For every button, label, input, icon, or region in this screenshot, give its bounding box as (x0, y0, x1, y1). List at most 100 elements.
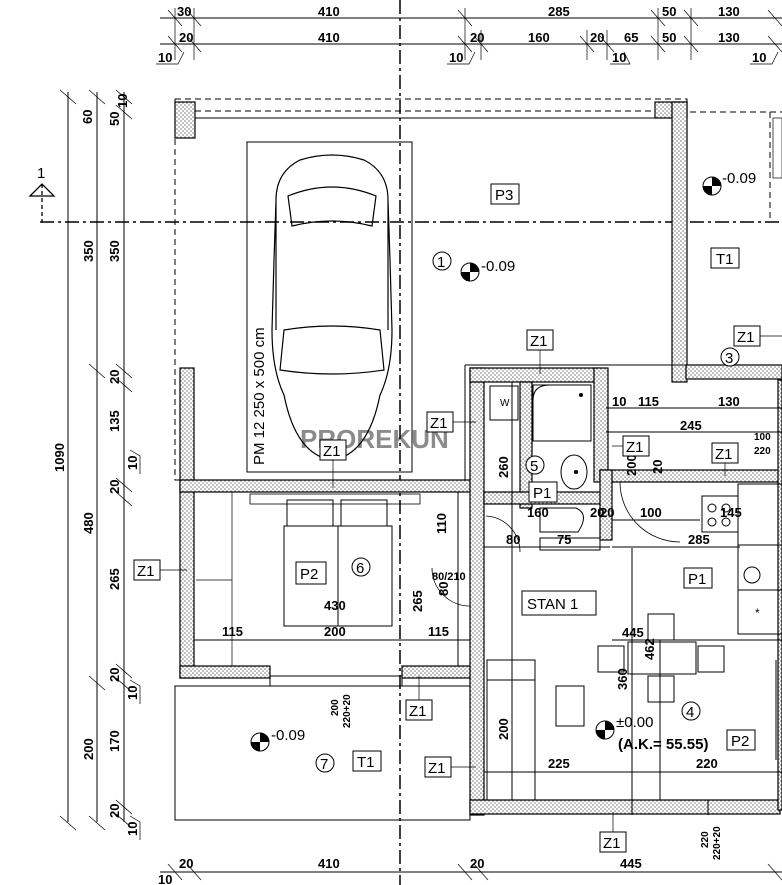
dim-bot-410: 410 (318, 856, 340, 871)
svg-text:P1: P1 (533, 485, 551, 502)
svg-text:P2: P2 (300, 566, 318, 583)
svg-text:Z1: Z1 (530, 333, 548, 350)
parking-area: PM 12 250 x 500 cm PROREKUN (174, 98, 688, 481)
svg-text:7: 7 (320, 756, 328, 773)
svg-text:3: 3 (725, 350, 733, 367)
svg-text:±0.00: ±0.00 (616, 714, 653, 731)
dim-i-20a: 20 (590, 505, 604, 520)
terrace-right (690, 111, 782, 220)
z1-label-garage: Z1 (526, 329, 554, 374)
dim-top-130: 130 (718, 4, 740, 19)
z1-label-hall: Z1 (612, 435, 650, 457)
svg-text:T1: T1 (357, 754, 375, 771)
dim-top-410: 410 (318, 4, 340, 19)
section-line: 1 (28, 0, 782, 885)
dim-top2-410: 410 (318, 30, 340, 45)
dim-i-115b: 115 (222, 624, 243, 639)
svg-text:Z1: Z1 (715, 446, 733, 463)
dim-i-285: 285 (688, 532, 710, 547)
parking-label: PM 12 250 x 500 cm (251, 327, 268, 465)
dim-i-20b: 20 (600, 505, 614, 520)
svg-text:Z1: Z1 (409, 703, 427, 720)
dim-i-200: 200 (324, 624, 346, 639)
svg-text:P2: P2 (731, 733, 749, 750)
circle-5: 5 (525, 455, 545, 475)
dim-i-360: 360 (615, 668, 630, 690)
dim-i-200d: 200 (624, 454, 639, 476)
dim-i-445: 445 (622, 625, 644, 640)
svg-text:-0.09: -0.09 (271, 727, 305, 744)
dim-top2-10d: 10 (752, 50, 766, 65)
dim-left-265: 265 (107, 568, 122, 590)
dim-i-220: 220 (696, 756, 718, 771)
dim-left-350b: 350 (107, 240, 122, 262)
dim-i-20c: 20 (650, 460, 665, 474)
dim-top2-10c: 10 (612, 50, 626, 65)
svg-text:Z1: Z1 (323, 443, 341, 460)
z1-label-t1: Z1 (733, 325, 782, 347)
dim-i-115c: 115 (428, 624, 449, 639)
z1-label-kitchen: Z1 (711, 442, 739, 476)
dim-left-20c: 20 (107, 668, 122, 682)
svg-text:P3: P3 (495, 187, 513, 204)
dim-i-220b: 220 (700, 831, 711, 848)
z1-label-wall: Z1 (319, 439, 347, 488)
dim-top2-65: 65 (624, 30, 638, 45)
circle-3: 3 (720, 347, 740, 367)
dim-i-462: 462 (642, 638, 657, 660)
dim-top2-20b: 20 (470, 30, 484, 45)
dim-top2-20a: 20 (179, 30, 193, 45)
dim-i-80: 80 (506, 532, 520, 547)
svg-text:6: 6 (356, 560, 364, 577)
dim-left-10b: 10 (125, 456, 140, 470)
svg-text:Z1: Z1 (626, 439, 644, 456)
dim-left-20b: 20 (107, 480, 122, 494)
circle-7: 7 (315, 753, 335, 773)
label-stan: STAN 1 (521, 590, 597, 616)
dim-i-265: 265 (410, 590, 425, 612)
dim-left-20d: 20 (107, 804, 122, 818)
circle-1: 1 (432, 251, 452, 271)
bathroom-fixtures (431, 384, 601, 607)
dim-i-220a: 220 (754, 446, 771, 457)
level-markers: -0.09 -0.09 -0.09 ±0.00 (A.K.= 55.55) (250, 170, 756, 753)
dim-i-160: 160 (527, 505, 549, 520)
svg-text:STAN 1: STAN 1 (527, 596, 578, 613)
label-p1-living: P1 (683, 567, 713, 589)
dim-i-130: 130 (718, 394, 740, 409)
svg-text:Z1: Z1 (137, 563, 155, 580)
dim-left-480: 480 (81, 512, 96, 534)
kitchen-living: * (486, 481, 782, 815)
svg-text:-0.09: -0.09 (481, 258, 515, 275)
dim-left-60: 60 (80, 110, 95, 124)
dim-top2-130: 130 (718, 30, 740, 45)
z1-label-living: Z1 (424, 756, 476, 778)
label-p2-bed: P2 (295, 561, 327, 585)
level-marker-1: -0.09 (460, 258, 515, 282)
dim-i-10a: 10 (612, 394, 626, 409)
svg-text:Z1: Z1 (737, 329, 755, 346)
dim-left-50: 50 (107, 112, 122, 126)
dim-i-245: 245 (680, 418, 702, 433)
z1-label-terrace: Z1 (405, 676, 433, 721)
dim-i-220p20b: 220+20 (712, 826, 723, 860)
label-p3: P3 (490, 183, 520, 205)
bed (196, 492, 421, 666)
z1-label-bed: Z1 (133, 559, 187, 581)
dim-left-200: 200 (81, 738, 96, 760)
dim-i-100b: 100 (640, 505, 662, 520)
dim-top2-160: 160 (528, 30, 550, 45)
walls (179, 364, 782, 816)
z1-label-bath: Z1 (426, 411, 476, 433)
car-icon (271, 154, 393, 461)
dim-bot-20b: 20 (470, 856, 484, 871)
dim-top2-10b: 10 (449, 50, 463, 65)
dim-left-1090: 1090 (52, 443, 67, 472)
z1-label-bottom: Z1 (599, 812, 627, 853)
svg-text:4: 4 (686, 704, 694, 721)
label-p2-right: P2 (726, 729, 756, 751)
section-mark-label: 1 (37, 165, 45, 182)
dim-i-80b: 80 (436, 582, 451, 596)
dim-i-260: 260 (496, 456, 511, 478)
